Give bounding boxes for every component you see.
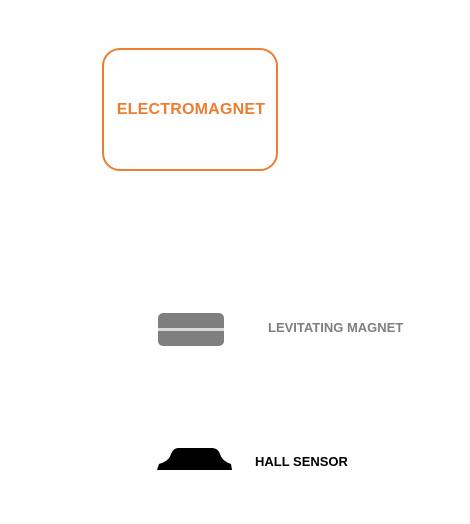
electromagnet-box: ELECTROMAGNET: [102, 48, 278, 171]
electromagnet-label: ELECTROMAGNET: [116, 100, 266, 118]
magnet-divider-line: [158, 328, 224, 331]
hall-sensor-shape: [157, 448, 232, 470]
levitating-magnet-label: LEVITATING MAGNET: [268, 320, 404, 335]
hall-sensor-label: HALL SENSOR: [255, 454, 348, 469]
levitating-magnet-shape: [158, 313, 224, 346]
